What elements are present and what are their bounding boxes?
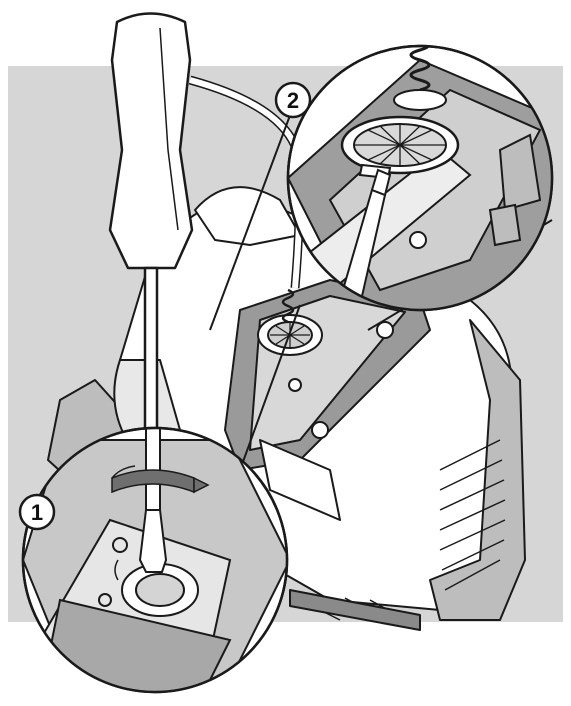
detail-circle-2 bbox=[286, 44, 554, 312]
rotate-arrow-icon bbox=[111, 465, 210, 494]
step-number-1: 1 bbox=[31, 500, 43, 525]
unlock-symbol-icon bbox=[112, 537, 128, 553]
rotate-arrow-icon bbox=[114, 559, 119, 581]
step-badge-1: 1 bbox=[18, 493, 56, 531]
step-badge-2: 2 bbox=[274, 81, 312, 119]
step-number-2: 2 bbox=[287, 88, 299, 113]
lock-symbol-icon bbox=[98, 593, 112, 607]
